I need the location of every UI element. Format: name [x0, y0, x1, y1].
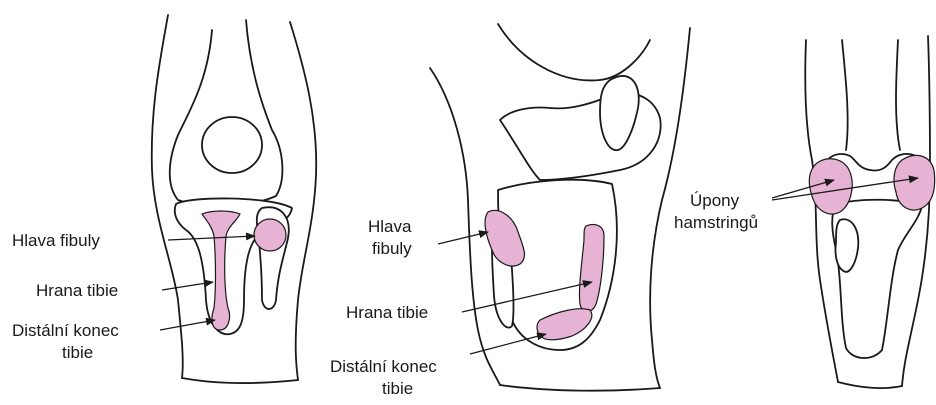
leg-outline-left: [152, 15, 183, 378]
marker-head-fibula: [254, 219, 286, 251]
lateral-leg-outline-thigh: [498, 24, 650, 80]
posterior-leg-outline-bottom: [838, 382, 902, 388]
arrow-lateral-head-fibula: [438, 232, 488, 244]
label-head-fibula: Hlava fibuly: [12, 231, 100, 250]
lateral-label-head-fibula: Hlava fibuly: [368, 217, 416, 258]
lateral-label-distal-end: Distální konec tibie: [330, 357, 442, 398]
posterior-femur-shaft: [842, 40, 900, 150]
label-tibia-edge: Hrana tibie: [36, 281, 118, 300]
lateral-leg-outline-back: [650, 28, 690, 388]
patella: [202, 117, 262, 173]
figure-lateral-view: Hlava fibuly Hrana tibie Distální konec …: [330, 24, 690, 398]
label-distal-end: Distální konec tibie: [12, 321, 124, 362]
leg-outline-right: [290, 22, 316, 380]
figure-anterior-view: Hlava fibuly Hrana tibie Distální konec …: [12, 15, 316, 383]
arrow-distal-end: [160, 320, 215, 330]
marker-hamstring-lateral: [894, 155, 935, 210]
lateral-label-tibia-edge: Hrana tibie: [346, 303, 428, 322]
label-hamstring-insertions: Úpony hamstringů: [674, 191, 758, 232]
figure-posterior-view: Úpony hamstringů: [674, 36, 935, 388]
leg-outline-bottom: [182, 378, 298, 383]
lateral-leg-outline-bottom: [500, 385, 660, 391]
femur-contour: [170, 20, 283, 206]
